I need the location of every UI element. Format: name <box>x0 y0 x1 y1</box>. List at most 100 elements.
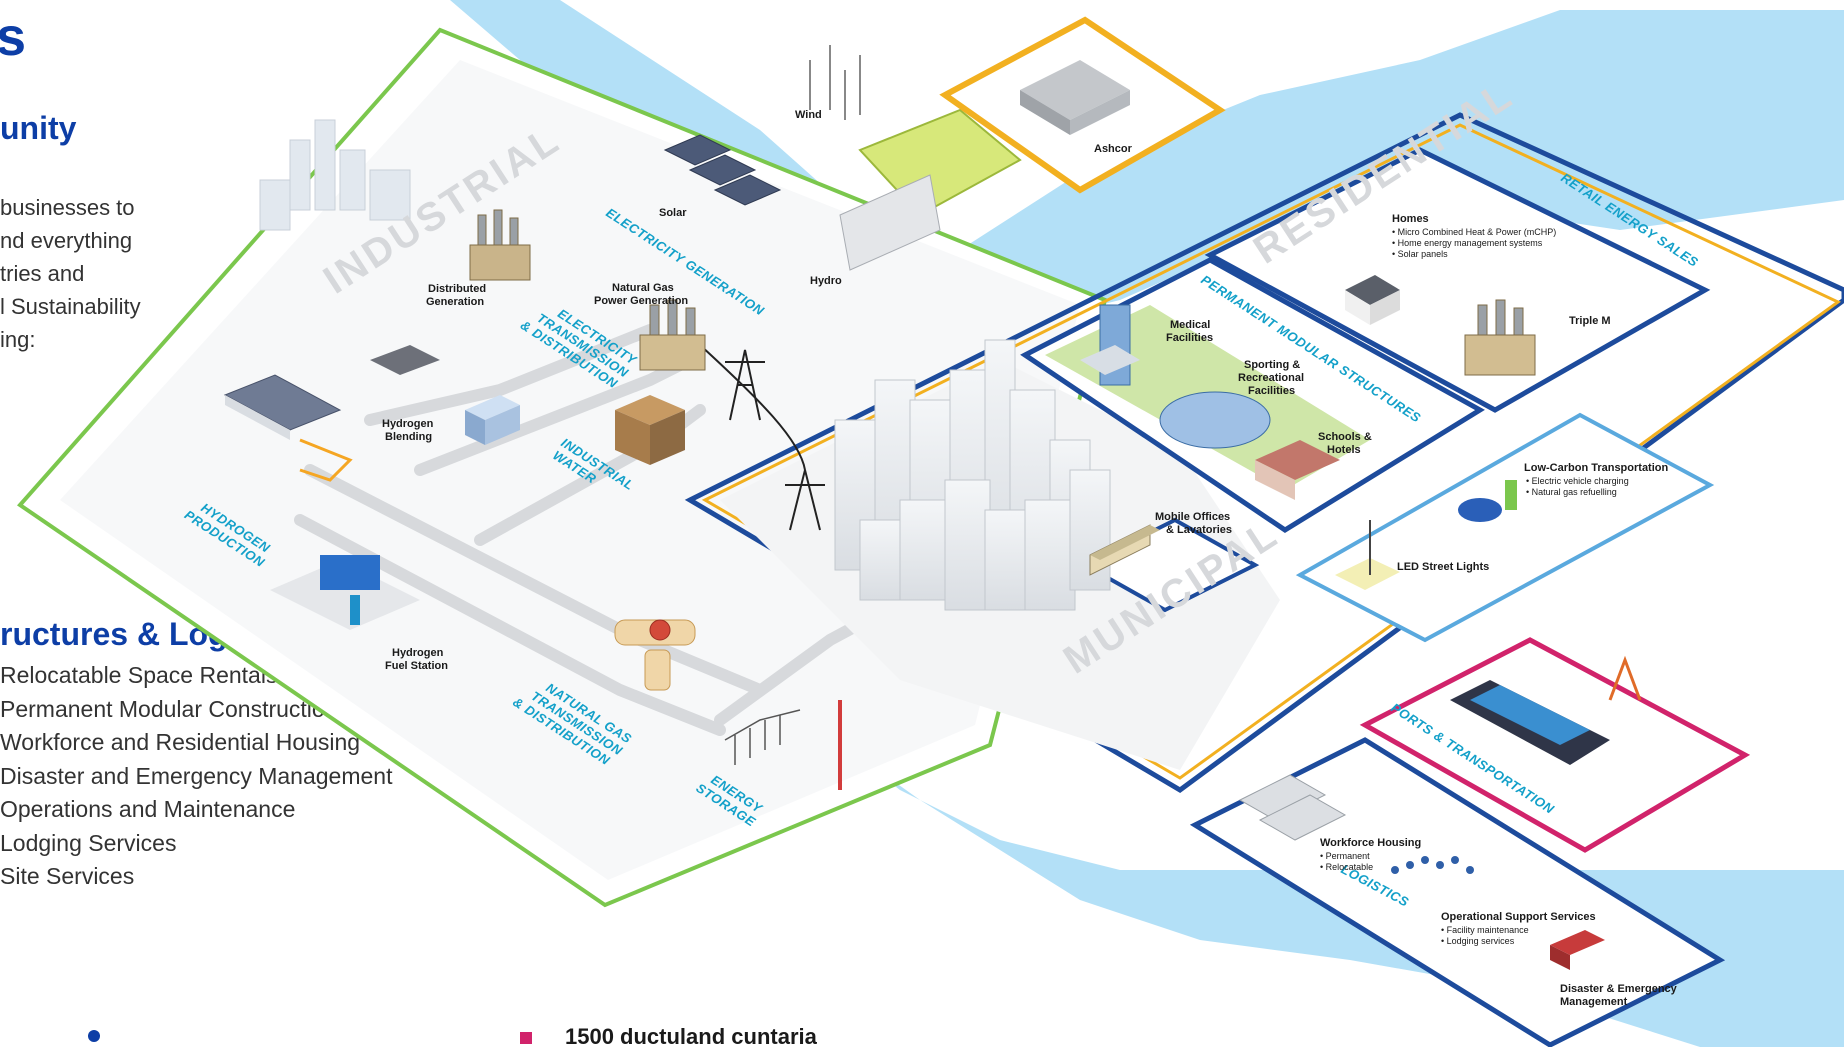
workforce-item: • Relocatable <box>1320 862 1373 872</box>
service-item: Site Services <box>0 863 135 889</box>
label-line: Hotels <box>1327 444 1361 456</box>
street-light-icon <box>1335 520 1400 590</box>
service-item: Lodging Services <box>0 829 177 856</box>
low-carbon-label: Low-Carbon Transportation <box>1524 462 1669 474</box>
ev-charging-icon <box>1458 480 1517 522</box>
page-title-fragment: s <box>0 7 27 67</box>
workforce-housing-icon <box>1238 774 1347 841</box>
ashcor-label: Ashcor <box>1094 143 1133 155</box>
energy-storage-icon <box>724 700 842 790</box>
workers-icon <box>1391 856 1474 874</box>
industrial-plant-icon <box>259 119 411 231</box>
services-list: Relocatable Space Rentals Permanent Modu… <box>0 659 392 894</box>
school-icon <box>1255 440 1340 500</box>
workforce-item: • Permanent <box>1320 851 1370 861</box>
label-line: Mobile Offices <box>1155 511 1230 523</box>
mobile-offices-label: Mobile Offices& Lavatories <box>1155 511 1232 536</box>
operational-item: • Lodging services <box>1441 936 1515 946</box>
workforce-items: • Permanent• Relocatable <box>1320 851 1373 872</box>
label-line: Disaster & Emergency <box>1560 983 1678 995</box>
home-icon <box>1345 275 1400 325</box>
label-line: & Lavatories <box>1166 524 1232 536</box>
hydrogen-production-icon <box>223 374 342 440</box>
operational-support-label: Operational Support Services <box>1441 911 1596 923</box>
distributed-generation-icon <box>469 209 531 281</box>
pipeline-orange <box>299 438 353 482</box>
mobile-office-trailer <box>1089 524 1160 576</box>
footer-bullet <box>88 1030 100 1042</box>
homes-items: • Micro Combined Heat & Power (mCHP)• Ho… <box>1392 227 1556 259</box>
label-line: Blending <box>385 431 432 443</box>
operational-item: • Facility maintenance <box>1441 925 1529 935</box>
industrial-ground <box>60 60 1080 880</box>
low-carbon-items: • Electric vehicle charging• Natural gas… <box>1526 476 1629 497</box>
wind-turbine-icon <box>809 45 861 120</box>
industrial-water-icon <box>615 395 685 465</box>
label-line: Natural Gas <box>612 282 674 294</box>
low-carbon-item: • Electric vehicle charging <box>1526 476 1629 486</box>
service-item: Disaster and Emergency Management <box>0 762 393 789</box>
footer-bullet-magenta <box>520 1032 532 1044</box>
led-street-lights-label: LED Street Lights <box>1397 561 1489 573</box>
label-line: Recreational <box>1238 372 1304 384</box>
medical-facility-icon <box>1080 304 1140 386</box>
low-carbon-zone <box>1295 412 1715 643</box>
label-line: Sporting & <box>1244 359 1300 371</box>
schools-label: Schools &Hotels <box>1318 431 1372 456</box>
transmission-tower <box>699 344 825 531</box>
intro-line: tries and <box>0 261 85 286</box>
wind-label: Wind <box>795 109 822 121</box>
homes-item: • Micro Combined Heat & Power (mCHP) <box>1392 227 1556 237</box>
operational-items: • Facility maintenance• Lodging services <box>1441 925 1529 946</box>
label-line: Hydrogen <box>392 647 444 659</box>
label-line: Facilities <box>1166 332 1213 344</box>
label-line: Distributed <box>428 283 486 295</box>
label-line: Facilities <box>1248 385 1295 397</box>
hydrogen-blending-icon <box>370 345 520 445</box>
stadium-icon <box>1159 391 1271 449</box>
cargo-ship-icon <box>1450 655 1642 765</box>
city-skyline <box>834 339 1111 611</box>
label-line: Power Generation <box>594 295 688 307</box>
homes-item: • Solar panels <box>1392 249 1448 259</box>
low-carbon-item: • Natural gas refuelling <box>1526 487 1617 497</box>
intro-line: businesses to <box>0 195 135 220</box>
service-item: Workforce and Residential Housing <box>0 729 361 755</box>
label-line: Schools & <box>1318 431 1372 443</box>
label-line: Management <box>1560 996 1628 1008</box>
opportunity-heading: unity <box>0 110 77 146</box>
footer-text-fragment: 1500 ductuland cuntaria <box>565 1024 817 1049</box>
fire-truck-icon <box>1550 930 1605 970</box>
solar-panel-icon <box>663 134 782 206</box>
label-line: Hydrogen <box>382 418 434 430</box>
triple-m-label: Triple M <box>1569 315 1611 327</box>
workforce-housing-label: Workforce Housing <box>1320 837 1421 849</box>
triple-m-plant-icon <box>1464 299 1536 376</box>
homes-label: Homes <box>1392 213 1429 225</box>
label-line: Fuel Station <box>385 660 448 672</box>
service-item: Operations and Maintenance <box>0 796 296 822</box>
label-line: Medical <box>1170 319 1210 331</box>
intro-text: businesses to nd everything tries and l … <box>0 191 141 356</box>
intro-line: nd everything <box>0 228 133 253</box>
hydrogen-fuel-station-icon <box>270 555 420 630</box>
service-item: Permanent Modular Construction <box>0 695 338 722</box>
hydro-dam-icon <box>839 174 941 271</box>
ashcor-building <box>1020 60 1130 135</box>
intro-line: l Sustainability <box>0 294 141 319</box>
residential-zone <box>1204 147 1711 413</box>
label-line: Generation <box>426 296 484 308</box>
intro-line: ing: <box>0 327 36 352</box>
natural-gas-plant-icon <box>639 299 706 371</box>
solar-label: Solar <box>659 207 687 219</box>
homes-item: • Home energy management systems <box>1392 238 1543 248</box>
natural-gas-valve-icon <box>614 619 696 691</box>
